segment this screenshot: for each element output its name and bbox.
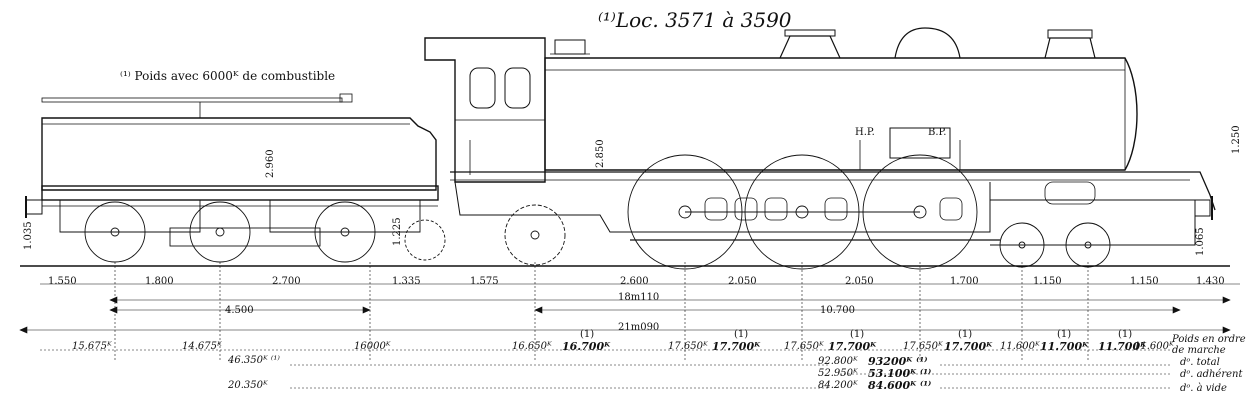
- fuel-mark: (1): [958, 329, 973, 340]
- axle-spacing: 2.700: [272, 276, 301, 287]
- loco-axle-weight: 17.650ᴷ: [784, 341, 824, 352]
- legend-adhesive: dᵒ. adhérent: [1180, 369, 1243, 380]
- loco-axle-weight-fuel: 17.700ᴷ: [828, 340, 877, 353]
- height-tender-buffer: 1.035: [23, 221, 34, 250]
- fuel-mark: (1): [850, 329, 865, 340]
- valve-label-hp: H.P.: [855, 127, 875, 138]
- loco-empty-weight: 84.200ᴷ: [818, 380, 858, 391]
- tender-total-weight: 46.350ᴷ ⁽¹⁾: [228, 355, 280, 366]
- loco-axle-weight-fuel: 17.700ᴷ: [944, 340, 993, 353]
- loco-axle-weight: 11.600ᴷ: [1000, 341, 1040, 352]
- locomotive-body: [424, 27, 1216, 246]
- axle-spacing: 2.050: [845, 276, 874, 287]
- tender-wheelbase: 4.500: [225, 305, 254, 316]
- loco-axle-weight: 16.650ᴷ: [512, 341, 552, 352]
- legend-empty: dᵒ. à vide: [1180, 383, 1227, 394]
- fuel-note: ⁽¹⁾ Poids avec 6000ᴷ de combustible: [120, 69, 336, 83]
- loco-axle-weight-fuel: 16.700ᴷ: [562, 340, 611, 353]
- axle-spacing: 1.800: [145, 276, 174, 287]
- height-tender-body: 2.960: [265, 149, 276, 178]
- overall-dimension-lines: [19, 296, 1231, 334]
- loco-axle-weight-fuel: 11.700ᴷ: [1098, 340, 1147, 353]
- height-loco-buffer: 1.065: [1195, 227, 1206, 256]
- loco-length: 18m110: [618, 292, 660, 303]
- fuel-mark: (1): [734, 329, 749, 340]
- fuel-mark: (1): [580, 329, 595, 340]
- axle-spacing: 1.335: [392, 276, 421, 287]
- axle-spacing: 1.700: [950, 276, 979, 287]
- loco-axle-weight: 17.650ᴷ: [903, 341, 943, 352]
- tender-empty-weight: 20.350ᴷ: [228, 380, 268, 391]
- drawing-title: ⁽¹⁾Loc. 3571 à 3590: [598, 8, 792, 32]
- loco-total-weight-fuel: 93200ᴷ ⁽¹⁾: [868, 355, 928, 368]
- loco-axle-weight-fuel: 11.700ᴷ: [1040, 340, 1089, 353]
- axle-spacing: 1.430: [1196, 276, 1225, 287]
- axle-spacing: 1.575: [470, 276, 499, 287]
- tender: [25, 93, 439, 247]
- loco-axle-weight: 11.600ᴷ: [1134, 341, 1174, 352]
- height-cab: 2.850: [595, 139, 606, 168]
- height-tender-frame: 1.225: [392, 217, 403, 246]
- axle-spacing: 2.050: [728, 276, 757, 287]
- loco-axle-weight: 17.650ᴷ: [668, 341, 708, 352]
- loco-adhesive-weight: 52.950ᴷ: [818, 368, 858, 379]
- tender-axle-weight: 15.675ᴷ: [72, 341, 112, 352]
- height-boiler: 1.250: [1231, 125, 1242, 154]
- loco-empty-weight-fuel: 84.600ᴷ ⁽¹⁾: [868, 379, 932, 392]
- legend-running-order: Poids en ordre de marche: [1172, 334, 1246, 356]
- loco-wheelbase: 10.700: [820, 305, 855, 316]
- tender-axle-weight: 14.675ᴷ: [182, 341, 222, 352]
- axle-spacing: 2.600: [620, 276, 649, 287]
- weight-leader-lines: [40, 349, 1170, 389]
- loco-axle-weight-fuel: 17.700ᴷ: [712, 340, 761, 353]
- loco-adhesive-weight-fuel: 53.100ᴷ ⁽¹⁾: [868, 367, 932, 380]
- total-length: 21m090: [618, 322, 660, 333]
- axle-spacing: 1.150: [1033, 276, 1062, 287]
- legend-total: dᵒ. total: [1180, 357, 1220, 368]
- valve-label-bp: B.P.: [928, 127, 947, 138]
- tender-axle-weight: 16000ᴷ: [354, 341, 391, 352]
- loco-total-weight: 92.800ᴷ: [818, 356, 858, 367]
- axle-spacing: 1.150: [1130, 276, 1159, 287]
- fuel-mark: (1): [1118, 329, 1133, 340]
- axle-spacing: 1.550: [48, 276, 77, 287]
- fuel-mark: (1): [1057, 329, 1072, 340]
